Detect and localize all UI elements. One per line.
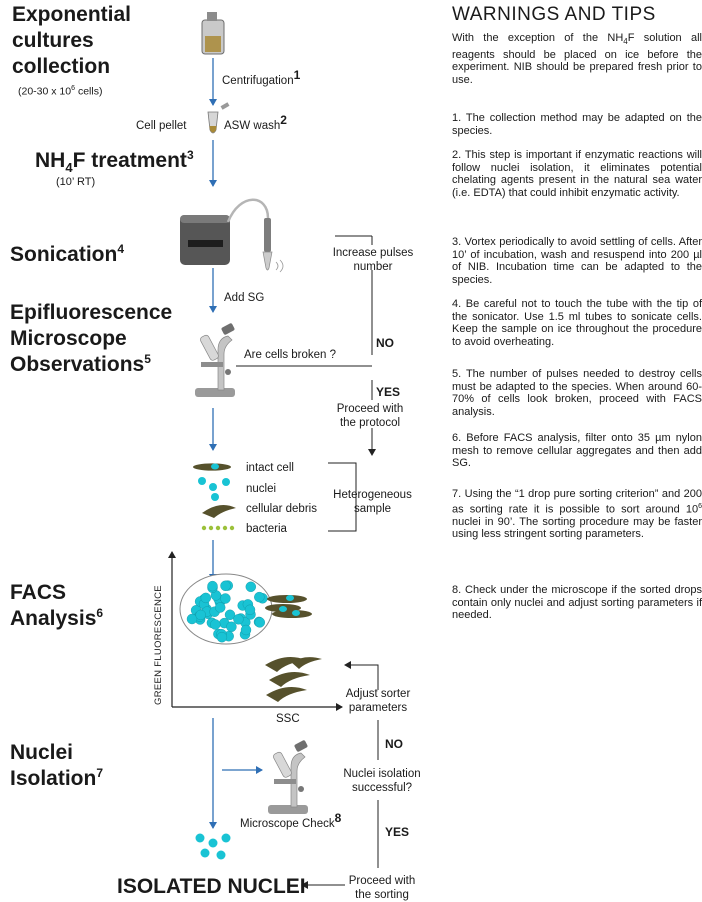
- are-cells-broken-label: Are cells broken ?: [244, 349, 337, 361]
- isolated-nuclei-graphic: [195, 833, 231, 860]
- cell-pellet-label: Cell pellet: [136, 120, 187, 132]
- stage-nuclei-title: Nuclei Isolation7: [10, 741, 104, 790]
- legend-intact-cell: intact cell: [246, 462, 294, 474]
- legend-graphics: [193, 462, 357, 532]
- stage-facs-title: FACS Analysis6: [10, 581, 104, 630]
- final-isolated-nuclei: ISOLATED NUCLEI: [117, 875, 306, 898]
- tip-intro: With the exception of the NH4F solution …: [452, 32, 702, 86]
- tip-7: 7. Using the “1 drop pure sorting criter…: [452, 488, 702, 541]
- stage-sonication-title: Sonication4: [10, 242, 125, 266]
- legend-bacteria: bacteria: [246, 523, 287, 535]
- legend-cellular-debris: cellular debris: [246, 503, 317, 515]
- facs-nucleus-dot: [245, 581, 257, 592]
- facs-nucleus-dot: [254, 591, 265, 603]
- facs-nucleus-dot: [240, 624, 252, 636]
- facs-nucleus-dot: [226, 621, 237, 632]
- facs-debris: [265, 656, 322, 702]
- cell-count-label: (20-30 x 106 cells): [18, 85, 103, 98]
- flow-diagram-graphics: [168, 12, 379, 889]
- microscope-icon: [195, 323, 235, 397]
- stage-nh4f-title: NH4F treatment3: [35, 148, 194, 176]
- tip-4: 4. Be careful not to touch the tube with…: [452, 298, 702, 348]
- tip-2: 2. This step is important if enzymatic r…: [452, 149, 702, 199]
- centrifugation-label: Centrifugation1: [222, 68, 301, 87]
- yes-label-2: YES: [385, 825, 410, 839]
- decision-lines-sorting: [301, 661, 379, 889]
- no-label-2: NO: [385, 737, 403, 751]
- facs-nucleus-dot: [186, 613, 198, 625]
- facs-x-axis-label: SSC: [276, 713, 300, 725]
- tips-title: WARNINGS AND TIPS: [452, 4, 656, 25]
- stage-collection-title: Exponential cultures collection: [12, 3, 132, 78]
- facs-nucleus-dot: [207, 580, 218, 592]
- facs-nucleus-dot: [220, 593, 231, 604]
- tip-3: 3. Vortex periodically to avoid settling…: [452, 236, 702, 286]
- no-label-1: NO: [376, 336, 394, 350]
- pellet-tube-icon: [207, 102, 230, 134]
- facs-y-axis-label: GREEN FLUORESCENCE: [153, 585, 164, 705]
- sonicator-icon: [180, 198, 284, 273]
- add-sg-label: Add SG: [224, 292, 265, 304]
- facs-nucleus-dot: [195, 609, 206, 621]
- facs-nucleus-dot: [210, 619, 221, 630]
- decision-lines-sonication: [236, 235, 376, 456]
- main-flow-arrows: [209, 58, 263, 829]
- facs-nucleus-dot: [224, 609, 236, 620]
- facs-nucleus-dot: [233, 614, 244, 625]
- nh4f-time-label: (10’ RT): [56, 176, 96, 188]
- yes-label-1: YES: [376, 385, 401, 399]
- facs-nucleus-dot: [214, 602, 226, 613]
- facs-plot-axes: [168, 551, 343, 711]
- asw-wash-label: ASW wash2: [224, 113, 287, 132]
- stage-epifluorescence-title: Epifluorescence Microscope Observations5: [10, 301, 173, 376]
- facs-nuclei-dots: [186, 580, 268, 643]
- facs-nucleus-dot: [254, 617, 265, 628]
- microscope-check-label: Microscope Check8: [240, 811, 342, 830]
- facs-nucleus-dot: [216, 632, 228, 643]
- facs-intact-cells: [265, 595, 312, 618]
- tip-8: 8. Check under the microscope if the sor…: [452, 584, 702, 622]
- tip-1: 1. The collection method may be adapted …: [452, 112, 702, 137]
- facs-nucleus-dot: [200, 592, 212, 604]
- legend-nuclei: nuclei: [246, 483, 277, 495]
- microscope-check-icon: [268, 740, 308, 814]
- culture-flask-icon: [201, 12, 225, 55]
- tip-5: 5. The number of pulses needed to destro…: [452, 368, 702, 418]
- facs-nucleus-dot: [220, 580, 231, 591]
- tip-6: 6. Before FACS analysis, filter onto 35 …: [452, 432, 702, 470]
- facs-nucleus-dot: [244, 604, 256, 615]
